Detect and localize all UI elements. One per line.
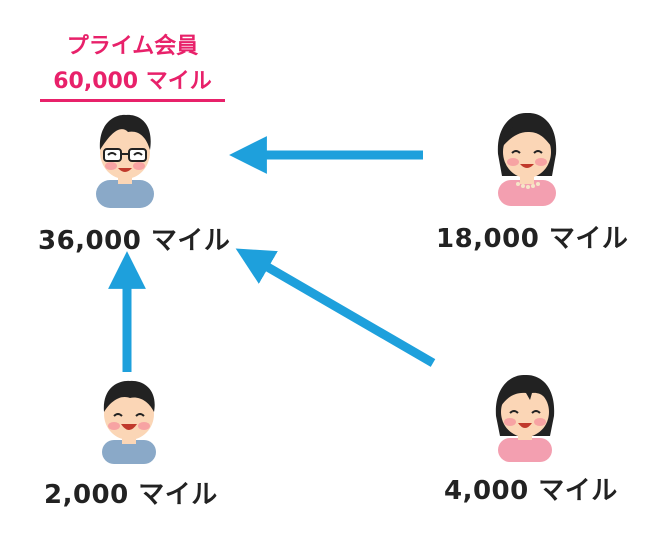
primary-miles-label: 36,000 マイル xyxy=(38,226,231,256)
title-plan-name: プライム会員 xyxy=(66,34,199,59)
girl-icon xyxy=(495,374,555,462)
spouse-miles-label: 18,000 マイル xyxy=(436,224,629,254)
daughter-miles-label: 4,000 マイル xyxy=(444,476,618,506)
son-miles-label: 2,000 マイル xyxy=(44,480,218,510)
woman-with-necklace-icon xyxy=(497,112,557,206)
title-underline xyxy=(40,99,225,102)
title-total-miles: 60,000 マイル xyxy=(53,69,212,94)
boy-icon xyxy=(102,380,156,464)
man-with-glasses-icon xyxy=(96,114,154,208)
arrow-daughter-to-primary xyxy=(235,248,436,367)
